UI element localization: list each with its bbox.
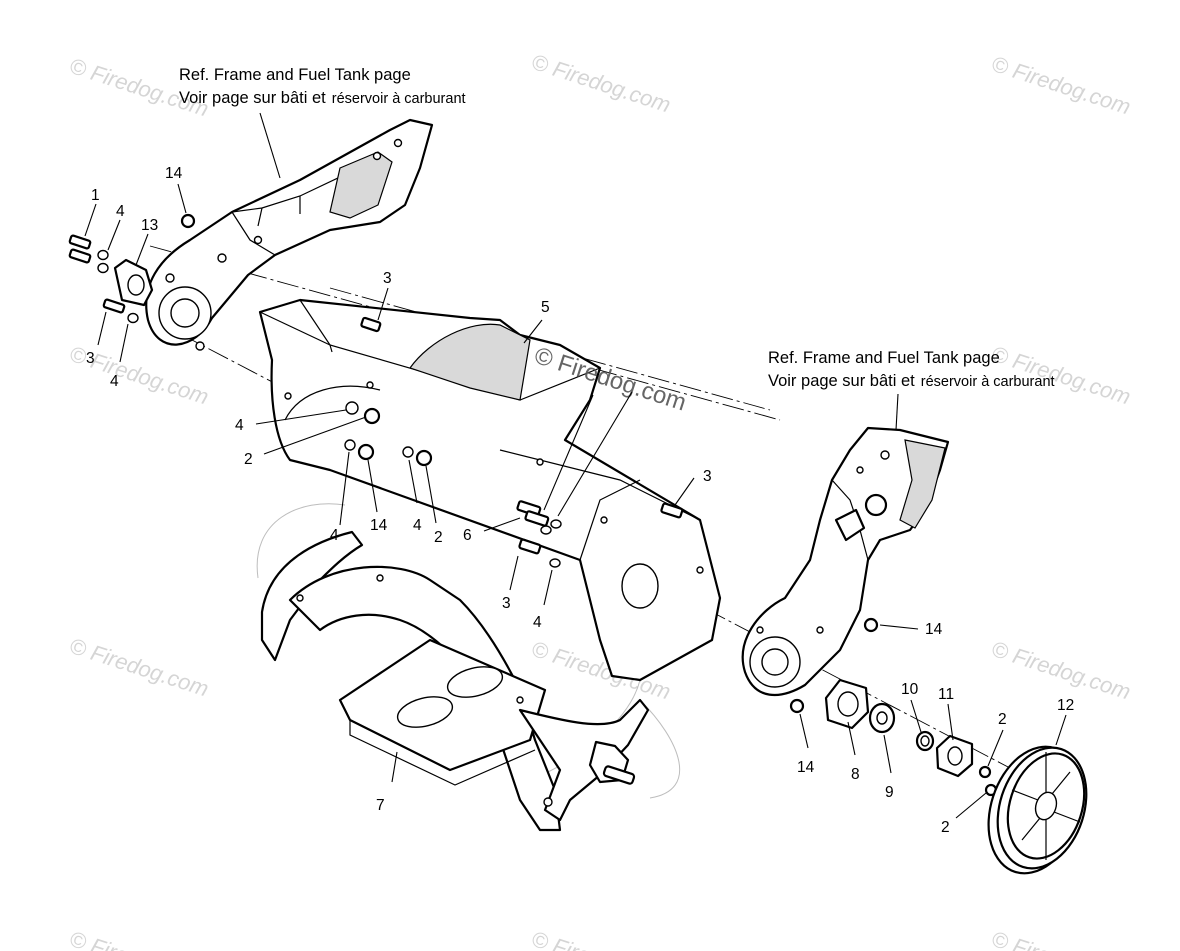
callout-label: 4 [330,527,339,544]
callout-label: 2 [998,711,1007,728]
watermark: © Firedog.com [66,53,211,121]
callout-label: 4 [533,614,542,631]
watermark: © Firedog.com [528,49,673,117]
reference-subtitle: Voir page sur bâti et réservoir à carbura… [768,372,1055,390]
reference-subtitle-b: réservoir à carburant [332,91,466,107]
callout-label: 4 [110,373,119,390]
callout-label: 13 [141,217,158,234]
callout-label: 7 [376,797,385,814]
callout-label: 10 [901,681,919,698]
right-drive-parts [789,617,998,797]
pulley [987,745,1088,875]
callout-label: 12 [1057,697,1074,714]
callout-label: 2 [941,819,950,836]
left-side-plate [145,118,434,351]
watermark: © Firedog.com [988,636,1133,704]
callout-label: 14 [797,759,815,776]
callouts: 1 4 13 14 3 4 3 5 4 2 4 14 4 2 6 3 3 4 1… [86,165,1074,836]
callout-label: 9 [885,784,894,801]
watermark: © Firedog.com [988,926,1133,951]
callout-label: 3 [86,350,95,367]
reference-subtitle-a: Voir page sur bâti et [768,372,915,390]
reference-title: Ref. Frame and Fuel Tank page [179,66,411,84]
callout-label: 14 [165,165,183,182]
callout-label: 3 [502,595,511,612]
callout-label: 2 [434,529,443,546]
watermark: © Firedog.com [66,633,211,701]
reference-subtitle-a: Voir page sur bâti et [179,89,326,107]
callout-label: 1 [91,187,100,204]
callout-label: 3 [383,270,392,287]
reference-subtitle-b: réservoir à carburant [921,374,1055,390]
leader-lines [84,112,1067,819]
callout-label: 4 [413,517,422,534]
auger-assembly [260,530,650,832]
watermark: © Firedog.com [66,926,211,951]
reference-title: Ref. Frame and Fuel Tank page [768,349,1000,367]
callout-label: 8 [851,766,860,783]
callout-label: 11 [938,686,954,703]
watermark: © Firedog.com [988,51,1133,119]
callout-label: 14 [370,517,388,534]
callout-label: 4 [116,203,125,220]
callout-label: 5 [541,299,550,316]
callout-label: 6 [463,527,472,544]
right-side-plate [741,426,950,697]
reference-note-left: Ref. Frame and Fuel Tank page Voir page … [179,66,466,107]
left-fasteners [68,213,196,324]
reference-note-right: Ref. Frame and Fuel Tank page Voir page … [768,349,1055,390]
auger-housing [258,298,722,682]
callout-label: 2 [244,451,253,468]
reference-subtitle: Voir page sur bâti et réservoir à carbura… [179,89,466,107]
watermark: © Firedog.com [528,926,673,951]
callout-label: 3 [703,468,712,485]
housing-fasteners [344,316,684,568]
callout-label: 4 [235,417,244,434]
callout-label: 14 [925,621,943,638]
